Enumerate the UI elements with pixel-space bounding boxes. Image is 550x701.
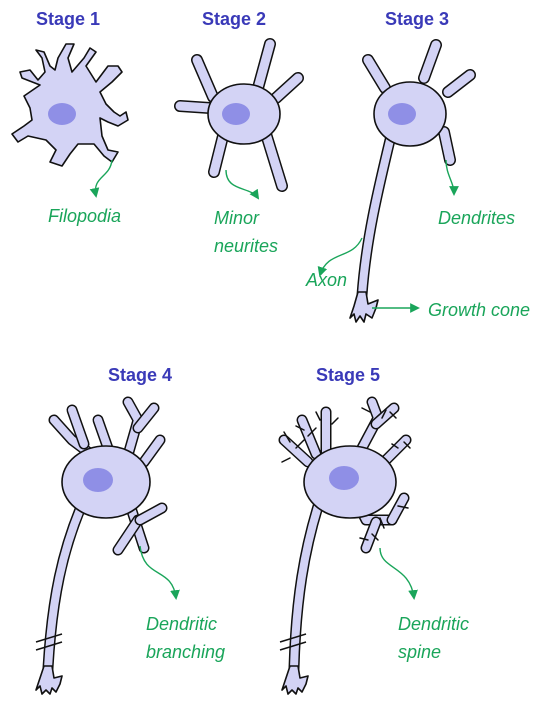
stage-2-title: Stage 2 <box>202 9 266 29</box>
stage-3-title: Stage 3 <box>385 9 449 29</box>
minor-neurites-label-line2: neurites <box>214 236 278 256</box>
dendrites-label: Dendrites <box>438 208 515 228</box>
dendritic-branching-arrow <box>140 546 176 598</box>
stage-1-neuron <box>12 44 128 166</box>
stage-4-title: Stage 4 <box>108 365 172 385</box>
dendritic-spine-label-line1: Dendritic <box>398 614 469 634</box>
axon-label: Axon <box>305 270 347 290</box>
stage-1-title: Stage 1 <box>36 9 100 29</box>
filopodia-label: Filopodia <box>48 206 121 226</box>
dendritic-spine-label-line2: spine <box>398 642 441 662</box>
stage-5-neuron <box>280 402 410 694</box>
stage-2-neuron <box>180 44 298 186</box>
growth-cone-label: Growth cone <box>428 300 530 320</box>
dendritic-branching-label-line2: branching <box>146 642 225 662</box>
stage-5-title: Stage 5 <box>316 365 380 385</box>
minor-neurites-label-line1: Minor <box>214 208 260 228</box>
dendritic-spine-arrow <box>380 548 414 598</box>
filopodia-arrow <box>95 160 112 196</box>
minor-neurites-arrow <box>226 170 258 198</box>
stage-4-neuron <box>36 402 162 694</box>
dendritic-branching-label-line1: Dendritic <box>146 614 217 634</box>
